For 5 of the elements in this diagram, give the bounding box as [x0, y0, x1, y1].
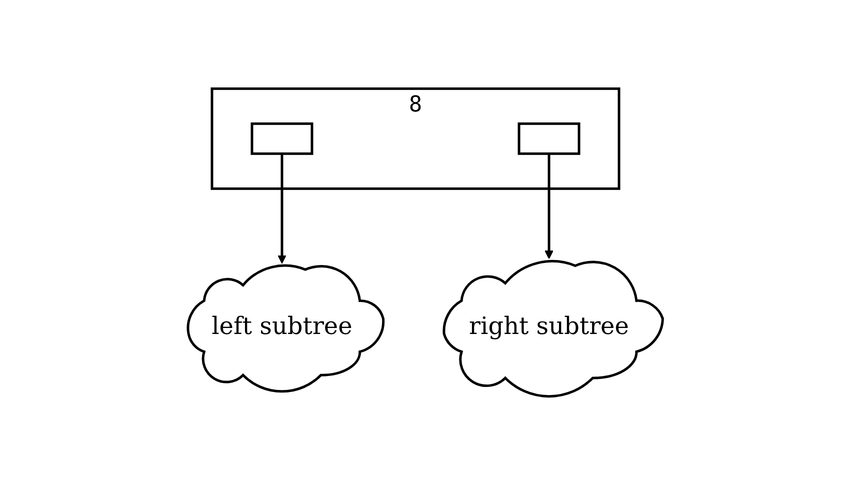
- node-box: [518, 122, 580, 155]
- cluster: 8: [210, 87, 620, 190]
- arrow: [544, 154, 554, 260]
- node-box: [250, 122, 314, 155]
- arrow: [278, 154, 287, 264]
